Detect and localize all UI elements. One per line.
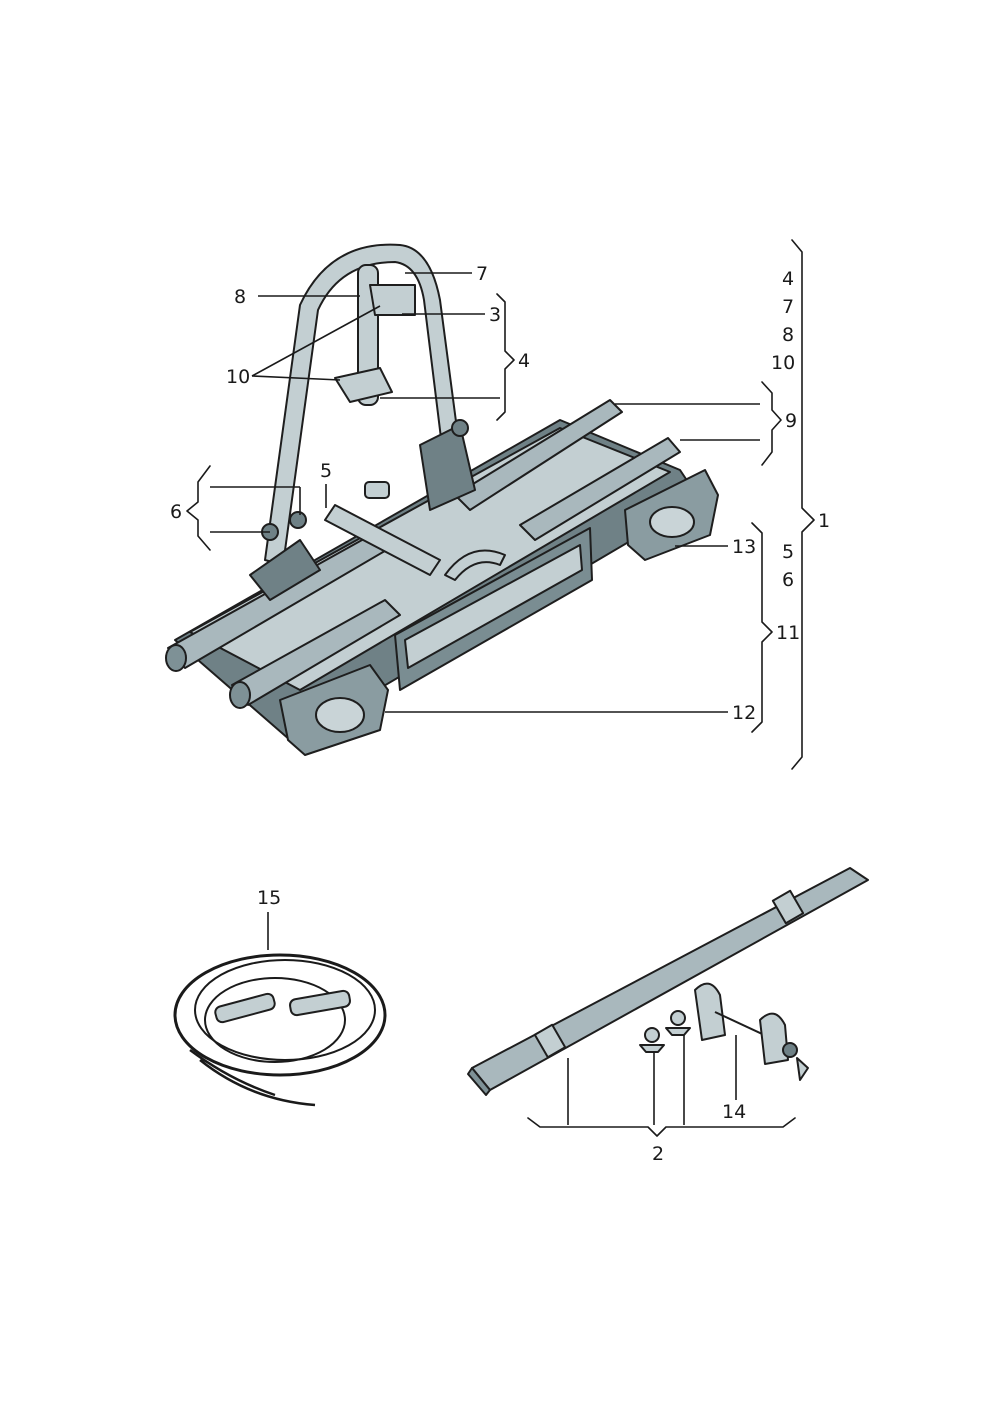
label-12: 12 bbox=[732, 702, 756, 724]
label-14: 14 bbox=[722, 1101, 746, 1123]
group-label-4: 4 bbox=[782, 268, 794, 290]
label-1: 1 bbox=[818, 510, 830, 532]
brace-9 bbox=[761, 381, 782, 466]
lock-bar-illustration bbox=[694, 982, 809, 1081]
label-5: 5 bbox=[320, 460, 332, 482]
label-15: 15 bbox=[257, 887, 281, 909]
label-6: 6 bbox=[170, 501, 182, 523]
group-label-10: 10 bbox=[771, 352, 795, 374]
part-labels: 7 8 3 4 10 5 6 9 13 11 12 1 4 7 8 10 5 6… bbox=[170, 263, 830, 1165]
brace-11 bbox=[751, 522, 773, 733]
wing-nuts-illustration bbox=[639, 1010, 691, 1053]
wheel-rail-extension-illustration bbox=[467, 867, 869, 1096]
cable-set-illustration bbox=[173, 953, 387, 1107]
leader-lines bbox=[210, 272, 760, 1125]
group-label-5: 5 bbox=[782, 541, 794, 563]
group-label-7: 7 bbox=[782, 296, 794, 318]
rear-lamp-left bbox=[279, 664, 389, 756]
bike-carrier-illustration bbox=[165, 243, 719, 756]
brace-1 bbox=[791, 239, 815, 770]
brace-4 bbox=[496, 293, 515, 421]
label-7: 7 bbox=[476, 263, 488, 285]
brace-2 bbox=[527, 1117, 796, 1137]
label-11: 11 bbox=[776, 622, 800, 644]
label-3: 3 bbox=[489, 304, 501, 326]
label-9: 9 bbox=[785, 410, 797, 432]
label-13: 13 bbox=[732, 536, 756, 558]
group-label-8: 8 bbox=[782, 324, 794, 346]
group-label-6: 6 bbox=[782, 569, 794, 591]
label-4: 4 bbox=[518, 350, 530, 372]
braces bbox=[186, 239, 815, 1137]
label-8: 8 bbox=[234, 286, 246, 308]
rear-lamp-right bbox=[624, 469, 719, 561]
label-2: 2 bbox=[652, 1143, 664, 1165]
brace-6 bbox=[186, 465, 211, 551]
label-10: 10 bbox=[226, 366, 250, 388]
